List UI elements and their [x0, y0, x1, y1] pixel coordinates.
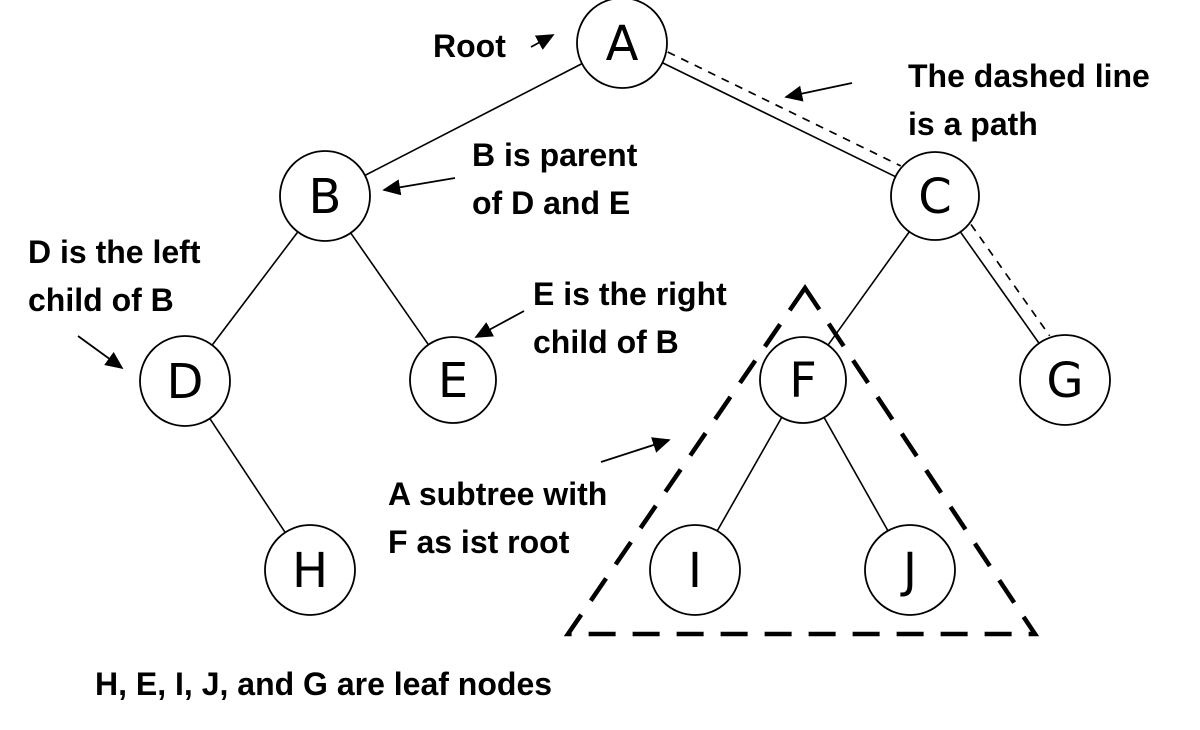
tree-edge-d-h [209, 418, 286, 533]
annotation-line: is a path [908, 106, 1038, 142]
tree-node-a [576, 0, 668, 89]
tree-node-label-h: H [292, 543, 328, 599]
tree-node-h [264, 524, 356, 616]
dashed-path-a-c [667, 51, 902, 167]
tree-node-f [759, 336, 847, 424]
dashed-path-c-g [970, 223, 1051, 337]
annotation-line: child of B [533, 324, 679, 360]
tree-node-c [890, 151, 980, 241]
tree-node-b [279, 150, 371, 242]
tree-node-label-f: F [789, 353, 817, 409]
annotation-line: A subtree with [388, 476, 608, 512]
tree-node-g [1019, 334, 1111, 426]
tree-node-label-c: C [918, 169, 952, 225]
dashed-line-arrow [784, 82, 853, 102]
annotation-dashed_line: The dashed line is a path [908, 52, 1150, 148]
tree-node-d [139, 335, 231, 427]
annotation-line: child of B [28, 282, 174, 318]
tree-edge-c-f [827, 231, 911, 346]
annotation-line: The dashed line [908, 58, 1150, 94]
tree-edge-f-i [716, 416, 783, 532]
annotation-line: Root [433, 28, 506, 64]
tree-edge-f-j [823, 417, 889, 532]
tree-edge-c-g [959, 231, 1040, 344]
tree-node-label-a: A [606, 16, 639, 72]
tree-edge-b-e [350, 232, 430, 346]
annotation-subtree: A subtree with F as ist root [388, 470, 607, 566]
tree-edge-a-c [662, 62, 896, 178]
annotation-b_parent: B is parent of D and E [472, 131, 637, 227]
b-parent-arrow [382, 177, 456, 196]
tree-edge-b-d [211, 231, 299, 346]
annotation-e_right: E is the right child of B [533, 270, 727, 366]
tree-node-label-d: D [167, 354, 204, 410]
tree-node-label-j: J [900, 543, 917, 599]
tree-node-j [864, 524, 956, 616]
tree-node-e [409, 336, 497, 424]
annotation-d_left: D is the left child of B [28, 228, 200, 324]
tree-node-label-b: B [309, 169, 342, 225]
annotation-line: of D and E [472, 185, 631, 221]
annotation-line: B is parent [472, 137, 638, 173]
annotation-line: H, E, I, J, and G are leaf nodes [95, 666, 553, 702]
root-arrow [530, 34, 555, 50]
annotation-line: E is the right [533, 276, 727, 312]
annotation-leaf_nodes: H, E, I, J, and G are leaf nodes [95, 660, 552, 708]
e-right-arrow [474, 310, 525, 338]
tree-node-label-e: E [438, 353, 468, 409]
subtree-arrow [600, 437, 671, 463]
tree-node-label-i: I [688, 543, 702, 599]
annotation-line: D is the left [28, 234, 201, 270]
tree-node-i [649, 524, 741, 616]
d-left-arrow [77, 335, 124, 370]
tree-edge-a-b [364, 62, 583, 177]
annotation-root: Root [433, 22, 506, 70]
annotation-line: F as ist root [388, 524, 570, 560]
tree-node-label-g: G [1046, 353, 1083, 409]
